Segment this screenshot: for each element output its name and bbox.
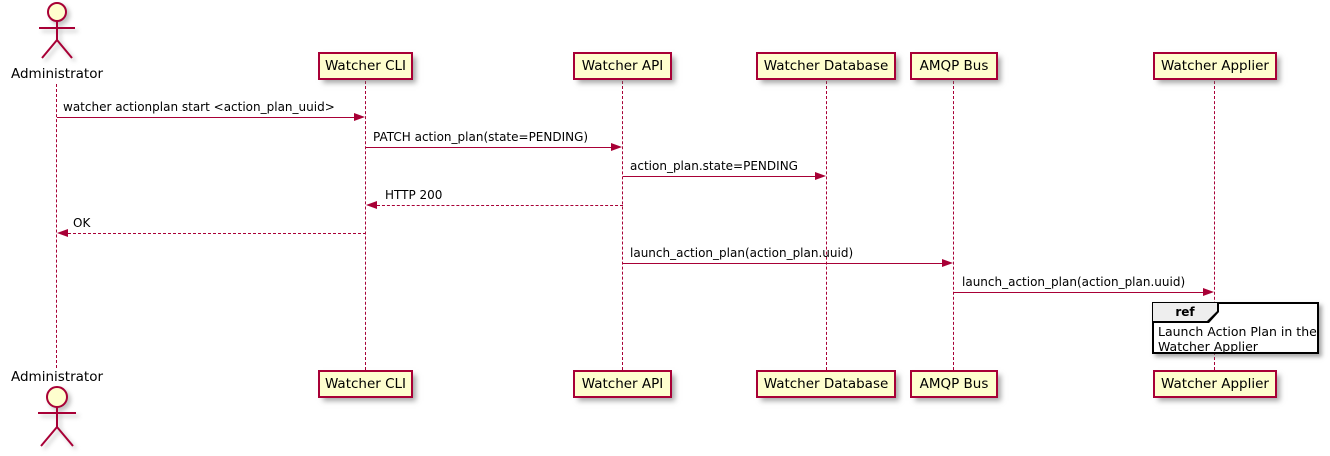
message-7-arrowhead-icon	[1203, 287, 1214, 296]
message-3-line	[623, 176, 816, 177]
participant-watcher-applier-top: Watcher Applier	[1153, 52, 1277, 80]
participant-amqp-bus-bottom: AMQP Bus	[910, 370, 998, 398]
actor-name-bottom: Administrator	[10, 369, 104, 385]
ref-text-line1: Launch Action Plan in the	[1158, 324, 1317, 339]
lifeline-watcher-cli	[365, 81, 366, 370]
message-1-line	[57, 117, 355, 118]
message-6-label: launch_action_plan(action_plan.uuid)	[630, 246, 854, 260]
message-5-line	[68, 233, 366, 234]
participant-watcher-cli-top: Watcher CLI	[318, 52, 413, 80]
message-7-label: launch_action_plan(action_plan.uuid)	[962, 275, 1186, 289]
participant-watcher-api-top: Watcher API	[573, 52, 672, 80]
participant-watcher-api-bottom: Watcher API	[573, 370, 672, 398]
message-4-arrowhead-icon	[366, 200, 377, 209]
participant-watcher-database-bottom: Watcher Database	[756, 370, 896, 398]
lifeline-watcher-database	[826, 81, 827, 370]
actor-icon-bottom	[38, 386, 76, 447]
actor-name-top: Administrator	[10, 66, 104, 82]
lifeline-administrator	[56, 84, 57, 368]
participant-watcher-cli-bottom: Watcher CLI	[318, 370, 413, 398]
message-1-arrowhead-icon	[354, 112, 365, 121]
participant-amqp-bus-top: AMQP Bus	[910, 52, 998, 80]
ref-fragment: ref Launch Action Plan in the Watcher Ap…	[1152, 302, 1319, 354]
message-3-arrowhead-icon	[815, 171, 826, 180]
ref-text-line2: Watcher Applier	[1158, 339, 1258, 354]
message-1-label: watcher actionplan start <action_plan_uu…	[63, 100, 335, 114]
message-2-line	[366, 147, 612, 148]
participant-watcher-applier-bottom: Watcher Applier	[1153, 370, 1277, 398]
ref-keyword: ref	[1153, 303, 1217, 321]
message-4-label: HTTP 200	[385, 188, 443, 202]
message-5-label: OK	[73, 216, 91, 230]
lifeline-watcher-applier	[1214, 81, 1215, 370]
message-6-arrowhead-icon	[942, 258, 953, 267]
message-7-line	[954, 292, 1204, 293]
ref-text: Launch Action Plan in the Watcher Applie…	[1158, 324, 1317, 354]
ref-header-pentagon: ref	[1153, 303, 1219, 323]
message-4-line	[377, 205, 623, 206]
message-3-label: action_plan.state=PENDING	[630, 159, 798, 173]
message-2-arrowhead-icon	[611, 142, 622, 151]
lifeline-amqp-bus	[953, 81, 954, 370]
message-2-label: PATCH action_plan(state=PENDING)	[373, 130, 589, 144]
lifeline-watcher-api	[622, 81, 623, 370]
participant-watcher-database-top: Watcher Database	[756, 52, 896, 80]
message-5-arrowhead-icon	[57, 228, 68, 237]
actor-icon	[39, 2, 75, 59]
message-6-line	[623, 263, 943, 264]
